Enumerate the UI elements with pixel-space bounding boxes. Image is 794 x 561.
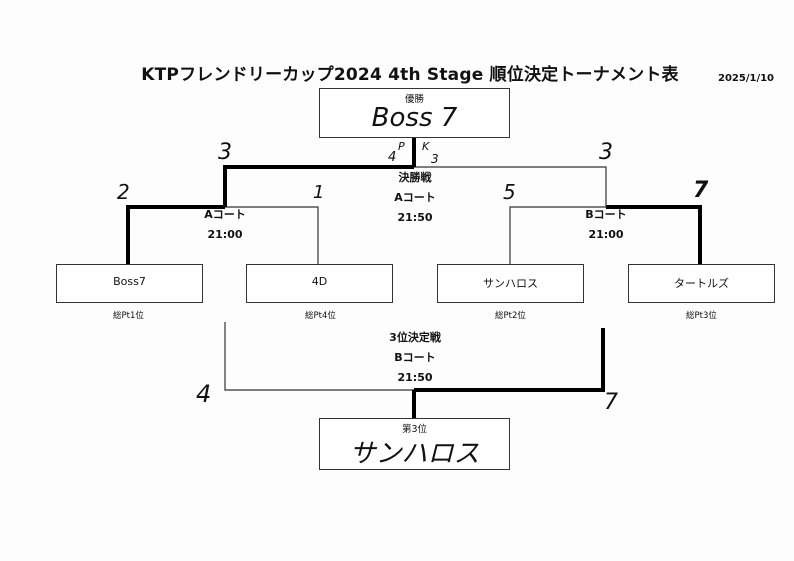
team-rank: 総Pt3位 <box>686 311 717 321</box>
third-left-line <box>224 322 414 391</box>
pk-mark-right: K <box>422 140 430 153</box>
score-pk-right: 3 <box>431 152 439 166</box>
semi-a-court: Aコート <box>204 208 246 221</box>
team-box-sanharos: サンハロス <box>437 264 584 303</box>
champion-box: 優勝 Boss 7 <box>319 88 510 138</box>
pk-mark-left: P <box>398 140 405 153</box>
score-final-right: 3 <box>599 140 613 165</box>
team-name: 4D <box>311 275 328 288</box>
team-name: Boss7 <box>113 275 146 288</box>
third-name: 3位決定戦 <box>389 331 441 344</box>
team-rank: 総Pt1位 <box>113 311 144 321</box>
final-info: 決勝戦 Aコート 21:50 <box>375 168 455 228</box>
semi-b-court: Bコート <box>585 208 627 221</box>
team-box-4d: 4D <box>246 264 393 303</box>
team-box-boss7: Boss7 <box>56 264 203 303</box>
semi-b-right-line <box>606 205 702 264</box>
third-court: Bコート <box>394 351 436 364</box>
semi-a-left-line <box>126 205 225 264</box>
team-rank: 総Pt2位 <box>495 311 526 321</box>
score-semi-b-left: 5 <box>503 180 516 204</box>
semi-a-info: Aコート 21:00 <box>190 205 260 245</box>
champion-label: 優勝 <box>404 94 424 105</box>
team-name: サンハロス <box>483 277 538 290</box>
semi-b-time: 21:00 <box>588 228 624 241</box>
third-info: 3位決定戦 Bコート 21:50 <box>375 328 455 388</box>
score-semi-b-right: 7 <box>693 178 709 203</box>
final-right-line <box>414 166 607 207</box>
champion-handwritten: Boss 7 <box>371 103 458 133</box>
score-semi-a-right: 1 <box>313 182 325 203</box>
final-left-line <box>223 165 414 207</box>
team-rank: 総Pt4位 <box>305 311 336 321</box>
team-name: タートルズ <box>674 277 729 290</box>
score-third-right: 7 <box>604 390 618 415</box>
score-semi-a-left: 2 <box>117 180 130 204</box>
third-right-line <box>414 328 605 392</box>
third-place-handwritten: サンハロス <box>349 439 480 469</box>
final-court: Aコート <box>394 191 436 204</box>
score-final-left: 3 <box>218 140 232 165</box>
date-label: 2025/1/10 <box>718 73 775 84</box>
score-pk-left: 4 <box>388 150 397 165</box>
semi-b-left-line <box>509 206 606 264</box>
third-time: 21:50 <box>397 371 433 384</box>
final-time: 21:50 <box>397 211 433 224</box>
score-third-left: 4 <box>196 380 212 408</box>
team-box-turtles: タートルズ <box>628 264 775 303</box>
semi-a-right-line <box>225 206 319 264</box>
third-place-box: 第3位 サンハロス <box>319 418 510 470</box>
semi-a-time: 21:00 <box>207 228 243 241</box>
page-title: KTPフレンドリーカップ2024 4th Stage 順位決定トーナメント表 <box>141 65 679 85</box>
third-place-label: 第3位 <box>401 424 428 435</box>
final-name: 決勝戦 <box>398 171 432 184</box>
semi-b-info: Bコート 21:00 <box>570 205 642 245</box>
